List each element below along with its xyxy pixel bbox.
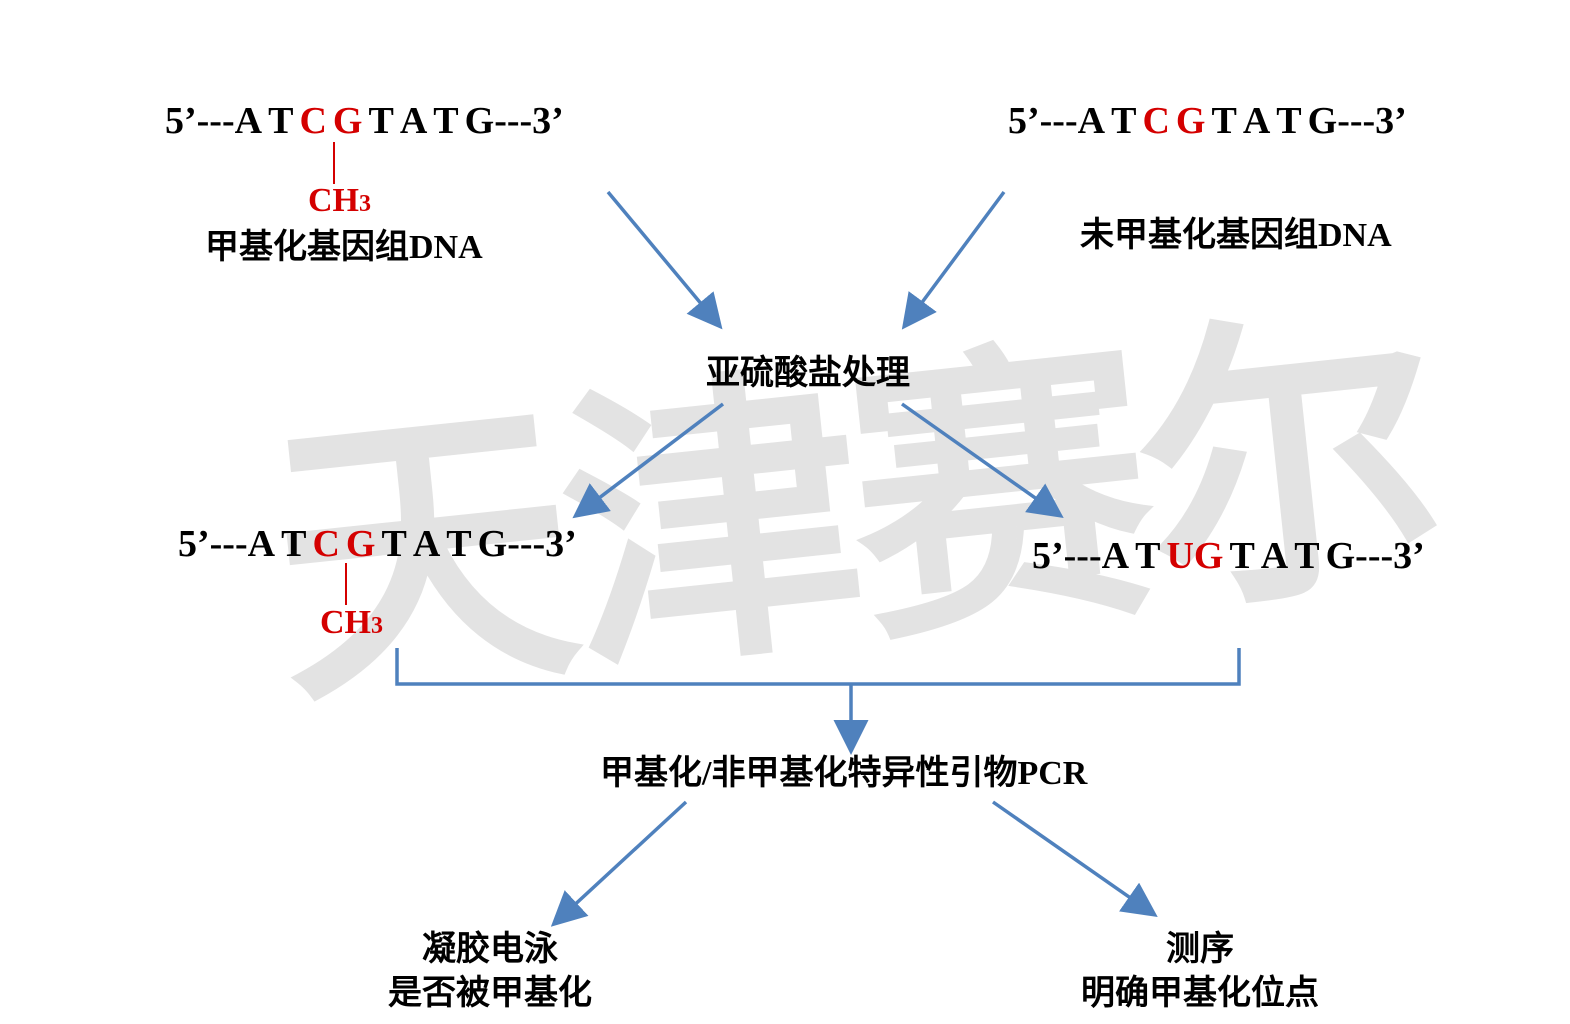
base-methylated-c: C <box>312 523 340 565</box>
base: G <box>477 523 508 565</box>
seq-suffix: ---3’ <box>507 523 577 565</box>
base: A <box>234 100 263 142</box>
base: G <box>1307 100 1338 142</box>
base: T <box>368 100 394 142</box>
base: T <box>268 100 294 142</box>
methyl-bond <box>345 563 347 605</box>
methyl-subscript: 3 <box>371 613 383 639</box>
base: A <box>1101 535 1130 577</box>
base: T <box>1276 100 1302 142</box>
base: T <box>446 523 472 565</box>
base: A <box>1242 100 1271 142</box>
base: G <box>464 100 495 142</box>
base: T <box>1135 535 1161 577</box>
methyl-subscript: 3 <box>359 191 371 217</box>
base: T <box>381 523 407 565</box>
methyl-group: CH3 <box>308 184 371 218</box>
result-gel-line1: 凝胶电泳 <box>422 931 558 968</box>
arrow-treatment-to-converted <box>900 402 1064 519</box>
base: T <box>1229 535 1255 577</box>
result-gel-electrophoresis: 凝胶电泳 是否被甲基化 <box>340 928 640 1016</box>
methyl-bond <box>333 142 335 184</box>
base-c: C <box>1142 100 1170 142</box>
arrow-pcr-to-gel <box>550 800 688 927</box>
base-methylated-c: C <box>299 100 327 142</box>
arrow-treatment-to-methylated <box>572 402 725 519</box>
label-bisulfite-treatment: 亚硫酸盐处理 <box>706 355 910 392</box>
arrow-unmethylated-to-treatment <box>901 190 1006 330</box>
base: A <box>1260 535 1289 577</box>
seq-suffix: ---3’ <box>1337 100 1407 142</box>
merge-bracket <box>395 648 1241 686</box>
base: T <box>1111 100 1137 142</box>
result-sequencing: 测序 明确甲基化位点 <box>1050 928 1350 1016</box>
seq-prefix: 5’--- <box>165 100 235 142</box>
result-seq-line1: 测序 <box>1166 931 1234 968</box>
base: A <box>412 523 441 565</box>
seq-prefix: 5’--- <box>1008 100 1078 142</box>
seq-prefix: 5’--- <box>178 523 248 565</box>
methyl-group: CH3 <box>320 606 383 640</box>
base-g: G <box>345 523 376 565</box>
base: A <box>399 100 428 142</box>
arrow-methylated-to-treatment <box>606 190 723 330</box>
base: A <box>247 523 276 565</box>
base: T <box>433 100 459 142</box>
result-gel-line2: 是否被甲基化 <box>388 975 592 1013</box>
base: T <box>1294 535 1320 577</box>
seq-suffix: ---3’ <box>1355 535 1425 577</box>
base: T <box>1211 100 1237 142</box>
base: T <box>281 523 307 565</box>
label-methylated-dna: 甲基化基因组DNA <box>205 229 483 266</box>
result-seq-line2: 明确甲基化位点 <box>1081 975 1319 1013</box>
base-converted-ug: UG <box>1166 535 1224 577</box>
arrow-pcr-to-sequencing <box>991 800 1158 918</box>
methyl-text: CH3 <box>308 182 371 219</box>
seq-prefix: 5’--- <box>1032 535 1102 577</box>
base: A <box>1077 100 1106 142</box>
methyl-text: CH3 <box>320 604 383 641</box>
base: G <box>1325 535 1356 577</box>
seq-suffix: ---3’ <box>494 100 564 142</box>
label-specific-pcr: 甲基化/非甲基化特异性引物PCR <box>600 755 1088 792</box>
label-unmethylated-dna: 未甲基化基因组DNA <box>1080 217 1392 254</box>
base-g: G <box>332 100 363 142</box>
base-g: G <box>1175 100 1206 142</box>
